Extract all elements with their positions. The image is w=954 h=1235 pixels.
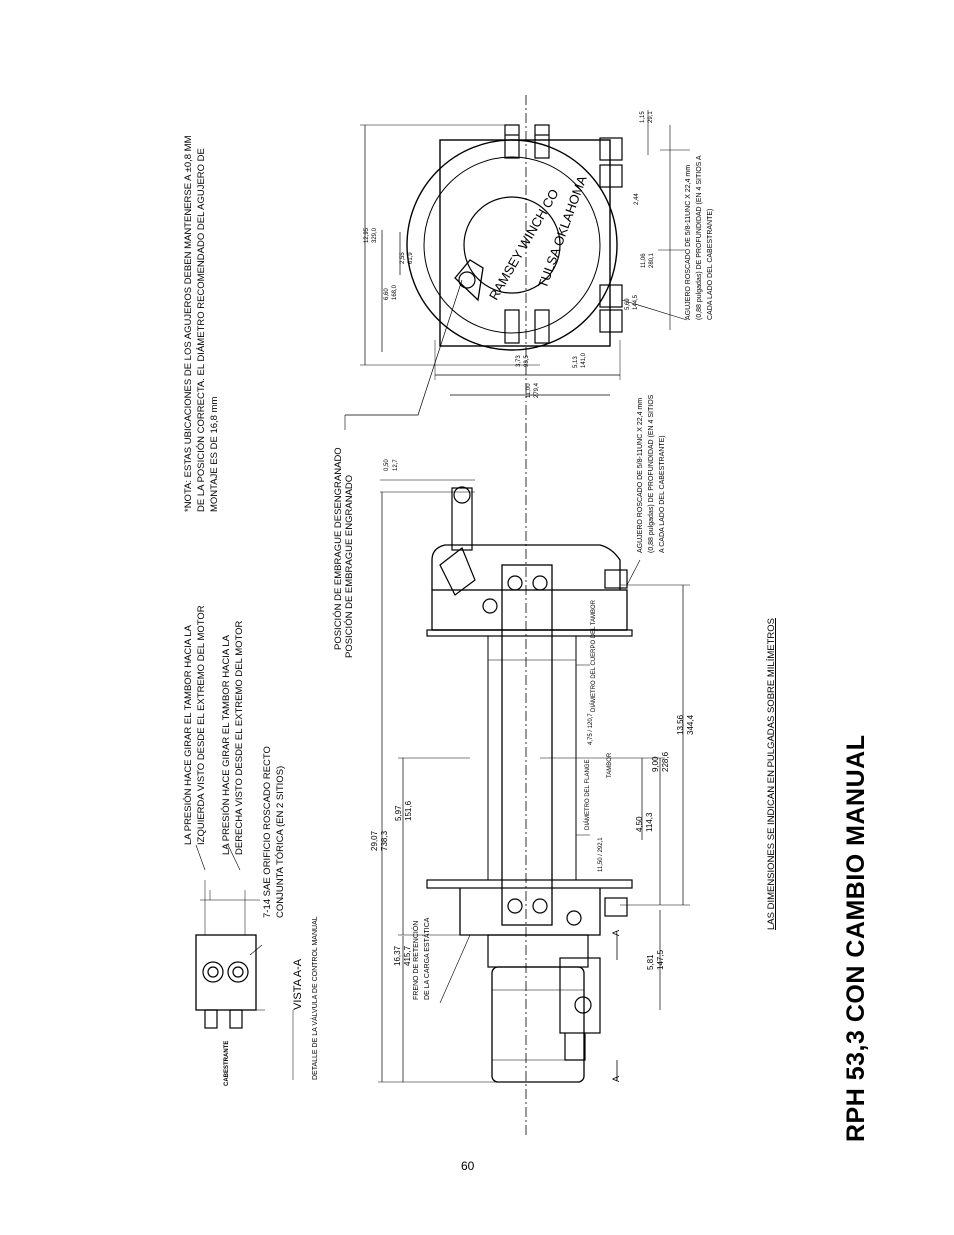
- valve-detail: [195, 844, 294, 1080]
- clutch-leader: [345, 279, 463, 416]
- side-view: [378, 405, 690, 1135]
- page-number: 60: [461, 1159, 475, 1173]
- end-view: [360, 95, 690, 402]
